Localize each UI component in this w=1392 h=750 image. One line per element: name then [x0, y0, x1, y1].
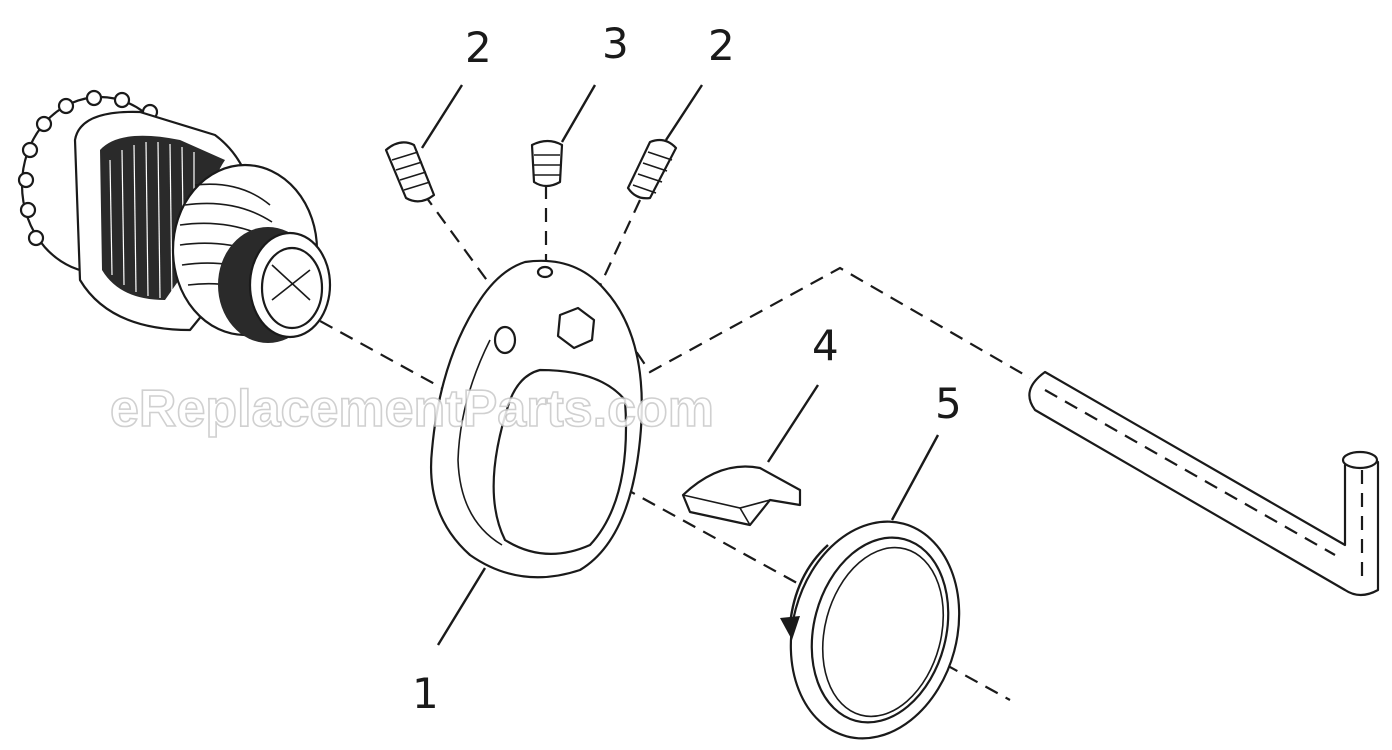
watermark-text: eReplacementParts.com [110, 380, 714, 438]
clamp-body [430, 259, 643, 579]
callout-body: 1 [412, 669, 439, 718]
callout-screw-left: 2 [465, 23, 492, 72]
lock-ring [789, 520, 961, 740]
chuck-assembly [17, 89, 332, 343]
set-screw-right [626, 138, 678, 200]
callout-insert: 4 [812, 321, 839, 370]
jaw-insert [681, 465, 802, 527]
set-screw-left [384, 141, 436, 203]
set-screw-middle [530, 139, 564, 188]
gear-teeth [17, 89, 159, 247]
leader-lines [420, 84, 940, 646]
callout-ring: 5 [935, 379, 962, 428]
callout-labels: 2 3 2 1 4 5 [412, 19, 962, 718]
callout-screw-middle: 3 [602, 19, 629, 68]
curved-arrow-icon [780, 544, 829, 640]
hex-key [1028, 370, 1380, 597]
callout-screw-right: 2 [708, 21, 735, 70]
